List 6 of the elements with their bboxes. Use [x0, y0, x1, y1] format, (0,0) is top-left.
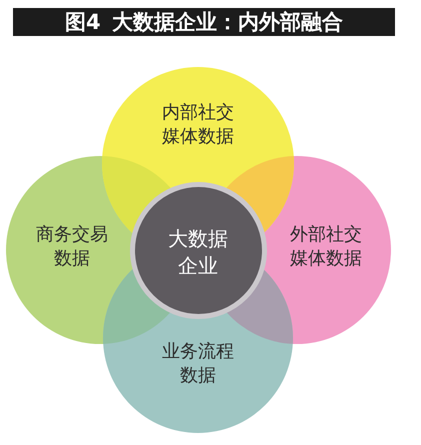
- circle-label: 外部社交媒体数据: [289, 223, 363, 271]
- circle-label: 内部社交媒体数据: [161, 101, 235, 149]
- circle-label: 大数据企业: [167, 225, 229, 279]
- circle-label: 商务交易数据: [35, 223, 109, 271]
- circle-label: 业务流程数据: [161, 340, 235, 388]
- title-banner: 图4 大数据企业：内外部融合: [13, 8, 395, 36]
